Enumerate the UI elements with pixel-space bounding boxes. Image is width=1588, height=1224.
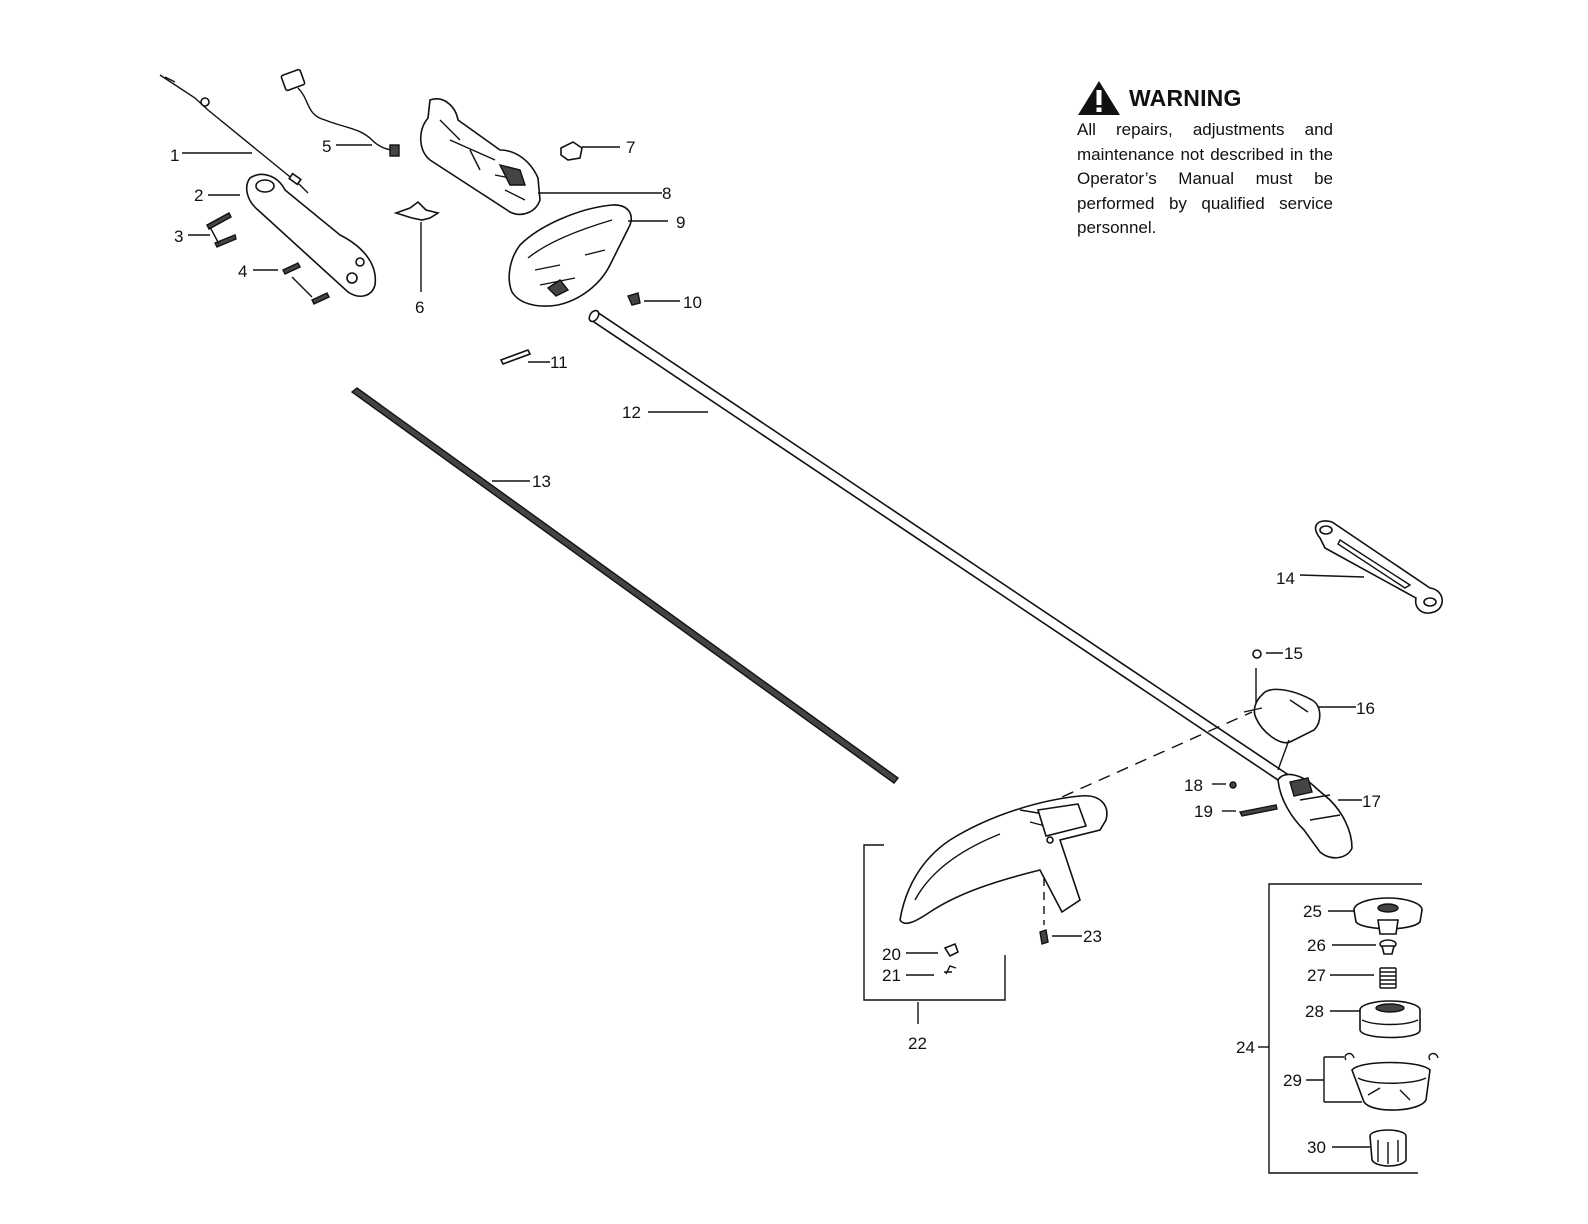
label-part-26: 26 [1307,936,1326,955]
label-part-23: 23 [1083,927,1102,946]
part-5-stop-switch [280,68,400,157]
part-3-screws [188,212,237,248]
part-labels: 1 2 3 4 5 6 7 8 9 10 11 12 13 14 15 16 1… [170,137,1381,1157]
part-6-clip [393,200,441,292]
part-10-screw [627,292,680,306]
part-12-drive-tube [588,309,1298,790]
warning-notice: WARNING All repairs, adjustments and mai… [1077,78,1333,241]
label-part-3: 3 [174,227,183,246]
label-part-16: 16 [1356,699,1375,718]
part-2-handle-half [208,173,377,297]
part-11-bolt [499,349,550,365]
label-part-1: 1 [170,146,179,165]
label-part-30: 30 [1307,1138,1326,1157]
part-24-trimmer-head [1258,883,1422,1174]
label-part-10: 10 [683,293,702,312]
label-part-9: 9 [676,213,685,232]
label-part-13: 13 [532,472,551,491]
part-14-wrench [1299,520,1443,614]
warning-header: WARNING [1077,78,1333,118]
label-part-11: 11 [550,353,568,372]
label-part-20: 20 [882,945,901,964]
part-30-knob [1332,1129,1407,1167]
part-22-shield [863,795,1108,1024]
label-part-25: 25 [1303,902,1322,921]
part-8-handle-housing [419,98,662,216]
label-part-2: 2 [194,186,203,205]
label-part-27: 27 [1307,966,1326,985]
part-16-clamp [1243,688,1356,771]
part-28-spool [1330,1000,1421,1039]
label-part-7: 7 [626,138,635,157]
label-part-12: 12 [622,403,641,422]
part-1-throttle-cable [159,74,309,194]
label-part-4: 4 [238,262,247,281]
label-part-14: 14 [1276,569,1295,588]
label-part-29: 29 [1283,1071,1302,1090]
label-part-18: 18 [1184,776,1203,795]
warning-text: All repairs, adjustments and maintenance… [1077,120,1333,237]
warning-triangle-icon [1078,81,1120,115]
label-part-19: 19 [1194,802,1213,821]
alignment-line [1043,711,1253,806]
part-29-housing [1306,1052,1439,1111]
label-part-5: 5 [322,137,331,156]
label-part-22: 22 [908,1034,927,1053]
label-part-28: 28 [1305,1002,1324,1021]
part-20-nut [906,942,960,958]
label-part-8: 8 [662,184,671,203]
label-part-21: 21 [882,966,901,985]
warning-title: WARNING [1129,84,1242,111]
part-17-gear-head [1277,773,1362,859]
part-26-eyelet [1332,939,1397,955]
label-part-24: 24 [1236,1038,1255,1057]
label-part-6: 6 [415,298,424,317]
label-part-15: 15 [1284,644,1303,663]
part-25-hub [1328,897,1423,935]
part-27-spring [1330,967,1397,989]
part-4-screws [253,262,330,305]
part-9-handle-cover [508,204,668,307]
part-13-drive-shaft [350,387,900,784]
part-21-screw [906,965,957,976]
part-19-screw [1222,804,1278,817]
part-7-button [560,141,620,161]
part-23-screw [1039,929,1082,945]
part-18-screw [1212,781,1237,789]
label-part-17: 17 [1362,792,1381,811]
